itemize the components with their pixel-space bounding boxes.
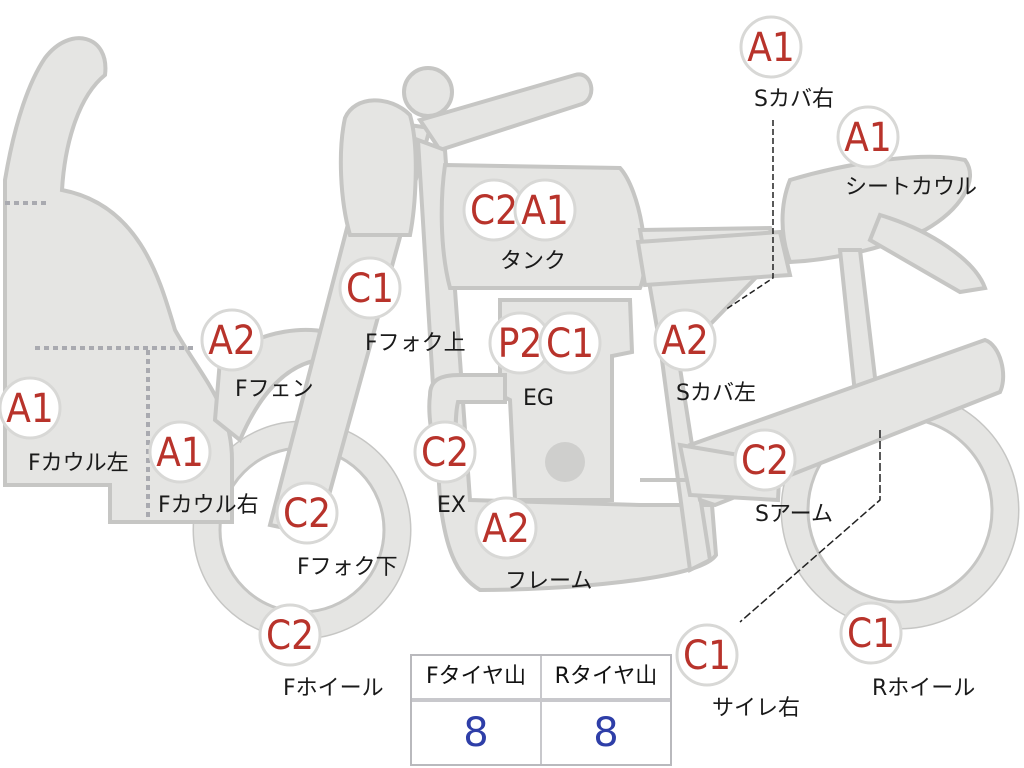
grade-code: A2 — [482, 506, 530, 552]
front-tread-value: 8 — [463, 710, 489, 756]
grade-code: A1 — [747, 25, 795, 71]
grade-badge-swingarm-0: C2 — [733, 428, 797, 492]
mirror-shape — [402, 66, 454, 118]
part-label-frame: フレーム — [505, 569, 592, 594]
part-label-fwheel: Fホイール — [283, 676, 384, 701]
leader-scover-right — [724, 120, 774, 311]
grade-badge-frame-0: A2 — [474, 496, 538, 560]
grade-circle — [513, 178, 577, 242]
part-label-scover-right: Sカバ右 — [754, 87, 834, 112]
grade-code: C1 — [346, 266, 394, 312]
grade-circle — [474, 496, 538, 560]
grade-badge-tank-1: A1 — [513, 178, 577, 242]
grade-badge-rwheel-0: C1 — [839, 601, 903, 665]
headlight-shape — [338, 98, 418, 237]
grade-circle — [258, 603, 322, 667]
rear-tread-value: 8 — [593, 710, 619, 756]
tire-tread-table: Fタイヤ山 Rタイヤ山 8 8 — [410, 654, 672, 766]
part-label-tank: タンク — [500, 249, 566, 274]
part-label-ffork-upper: Fフォク上 — [365, 331, 466, 356]
grade-circle — [148, 420, 212, 484]
part-label-rwheel: Rホイール — [872, 676, 975, 701]
grade-code: A1 — [6, 386, 54, 432]
grade-circle — [739, 15, 803, 79]
grade-circle — [538, 311, 602, 375]
engine-case-circle — [545, 442, 585, 482]
grade-circle — [839, 601, 903, 665]
front-cowl-shape — [3, 36, 234, 524]
grade-circle — [733, 428, 797, 492]
grade-badge-exhaust-0: C2 — [413, 420, 477, 484]
grade-code: C1 — [683, 633, 731, 679]
grade-badge-scover-right-0: A1 — [739, 15, 803, 79]
grade-code: C2 — [266, 613, 314, 659]
grade-code: C2 — [470, 188, 518, 234]
part-label-ffork-lower: Fフォク下 — [297, 555, 398, 580]
grade-code: P2 — [498, 321, 543, 367]
seat-cowl-shape — [780, 154, 972, 265]
grade-circle — [200, 308, 264, 372]
front-tread-header: Fタイヤ山 — [426, 664, 526, 689]
grade-badge-engine-0: P2 — [488, 311, 552, 375]
grade-code: C2 — [741, 438, 789, 484]
grade-circle — [653, 308, 717, 372]
part-label-engine: EG — [523, 386, 554, 411]
leader-muffler-right — [739, 430, 881, 623]
grade-code: A1 — [844, 115, 892, 161]
grade-code: C2 — [283, 491, 331, 537]
grade-code: A2 — [661, 318, 709, 364]
part-label-seat-cowl: シートカウル — [845, 175, 977, 200]
grade-circle — [275, 481, 339, 545]
part-label-fcowl-right: Fカウル右 — [158, 493, 259, 518]
part-label-swingarm: Sアーム — [755, 502, 833, 527]
grade-circle — [0, 376, 62, 440]
grade-badge-fcowl-left-0: A1 — [0, 376, 62, 440]
part-label-muffler-right: サイレ右 — [712, 696, 800, 721]
seat-shape — [635, 229, 793, 288]
grade-badge-ffork-lower-0: C2 — [275, 481, 339, 545]
grade-code: C1 — [546, 321, 594, 367]
tail-fin-shape — [867, 212, 988, 295]
grade-circle — [413, 420, 477, 484]
part-label-exhaust: EX — [437, 493, 466, 518]
grade-code: A1 — [521, 188, 569, 234]
table-divider-vertical — [540, 656, 542, 764]
grade-code: A2 — [208, 318, 256, 364]
grade-badge-ffender-0: A2 — [200, 308, 264, 372]
part-label-scover-left: Sカバ左 — [676, 381, 756, 406]
grade-badge-fwheel-0: C2 — [258, 603, 322, 667]
rear-tread-header: Rタイヤ山 — [554, 664, 658, 689]
grade-badge-ffork-upper-0: C1 — [338, 256, 402, 320]
part-label-fcowl-left: Fカウル左 — [28, 451, 129, 476]
grade-badge-fcowl-right-0: A1 — [148, 420, 212, 484]
grade-code: C2 — [421, 430, 469, 476]
grade-badge-engine-1: C1 — [538, 311, 602, 375]
grade-badge-seat-cowl-0: A1 — [836, 105, 900, 169]
part-label-ffender: Fフェン — [235, 377, 314, 402]
grade-badge-scover-left-0: A2 — [653, 308, 717, 372]
grade-badge-tank-0: C2 — [462, 178, 526, 242]
grade-code: A1 — [156, 430, 204, 476]
grade-circle — [675, 623, 739, 687]
handlebar-shape — [416, 72, 594, 153]
grade-badge-muffler-right-0: C1 — [675, 623, 739, 687]
grade-circle — [338, 256, 402, 320]
grade-code: C1 — [847, 611, 895, 657]
grade-circle — [836, 105, 900, 169]
